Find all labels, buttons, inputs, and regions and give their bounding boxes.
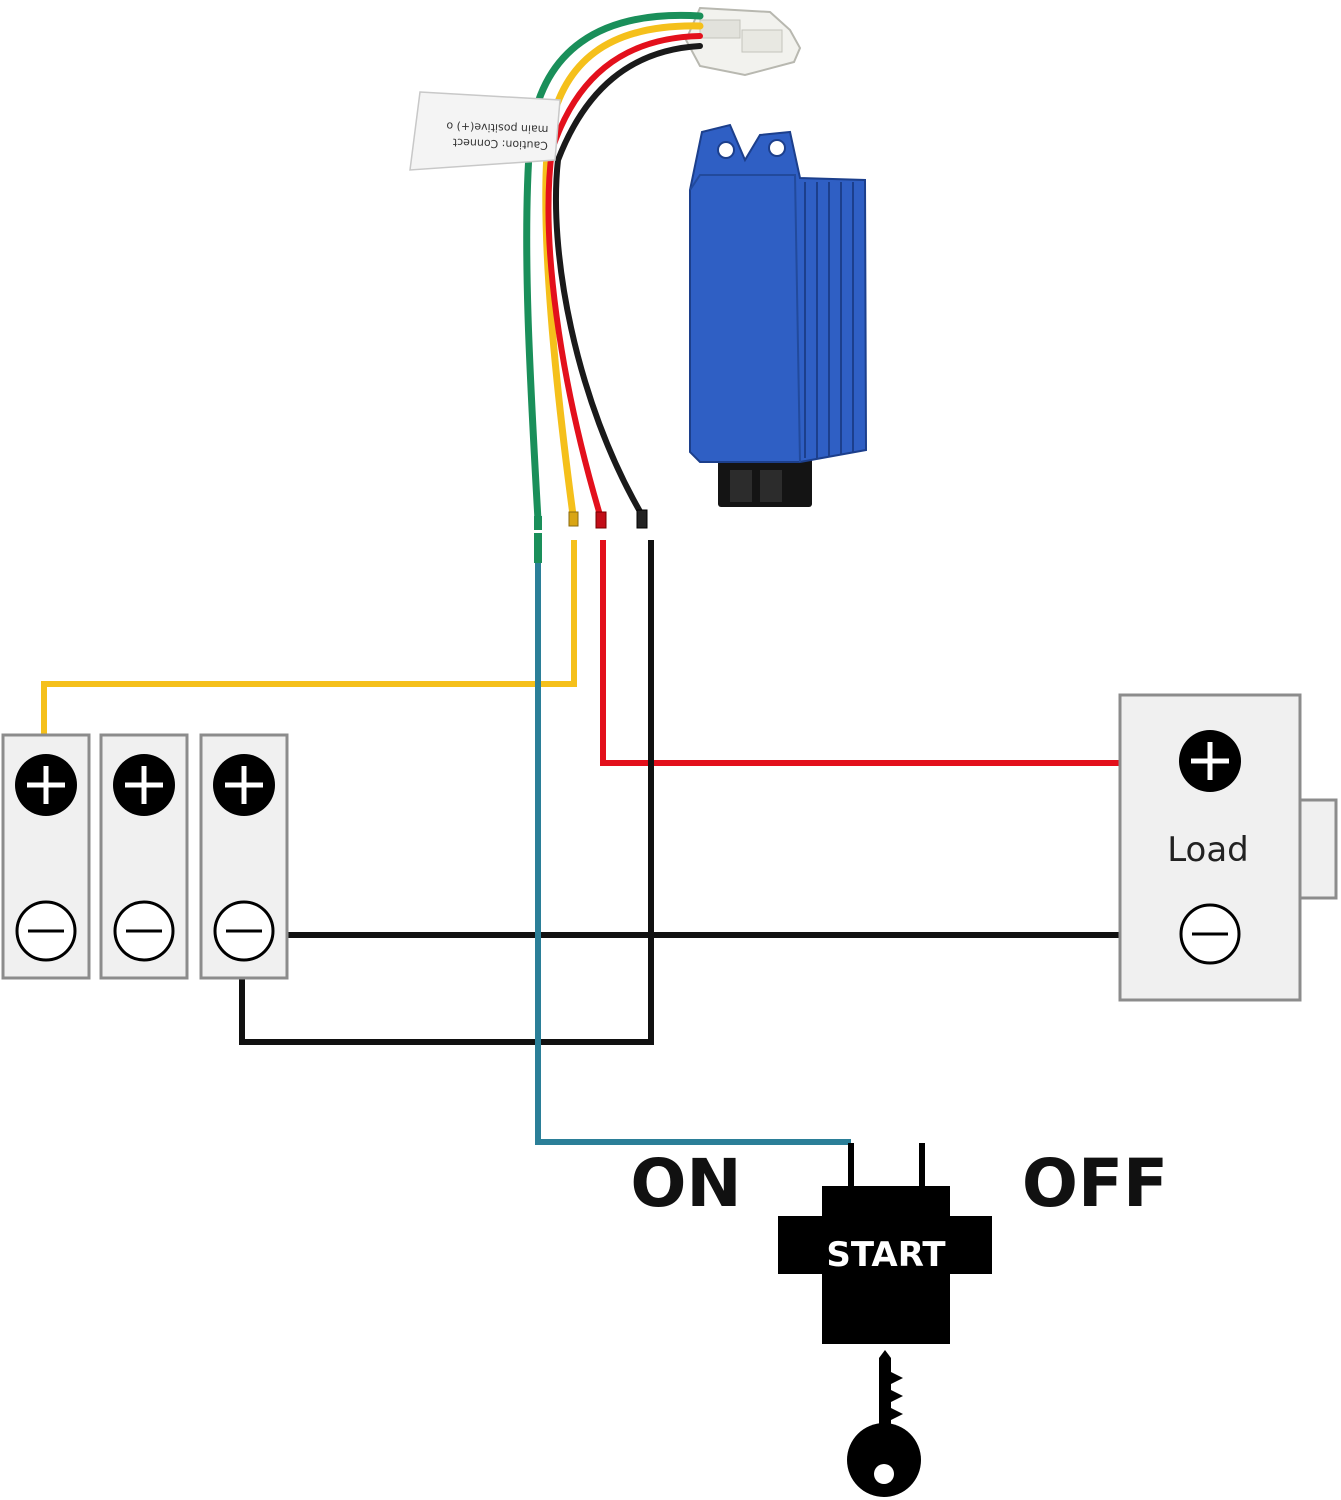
plus-terminal-icon bbox=[213, 754, 275, 816]
load-box: Load bbox=[1118, 693, 1338, 1002]
battery-cell-1 bbox=[1, 733, 91, 980]
battery-cell-3 bbox=[199, 733, 289, 980]
yellow-wire-upper bbox=[542, 22, 704, 519]
load-label: Load bbox=[1167, 830, 1249, 870]
black-wire-upper bbox=[553, 43, 703, 518]
red-wire bbox=[600, 540, 1180, 766]
plus-terminal-icon bbox=[113, 754, 175, 816]
harness-connector bbox=[684, 6, 802, 77]
harness-wires bbox=[523, 11, 704, 530]
caution-tag-line1: Caution: Connect bbox=[452, 136, 548, 152]
teal-wire bbox=[535, 540, 851, 1145]
minus-terminal-icon bbox=[15, 900, 77, 962]
battery-bank bbox=[1, 733, 289, 980]
key-icon bbox=[847, 1350, 921, 1497]
off-label: OFF bbox=[1022, 1145, 1168, 1222]
minus-terminal-icon bbox=[213, 900, 275, 962]
plus-terminal-icon bbox=[15, 754, 77, 816]
schematic-wires bbox=[41, 533, 1185, 1145]
regulator-module bbox=[689, 123, 868, 507]
battery-cell-2 bbox=[99, 733, 189, 980]
start-label: START bbox=[826, 1235, 946, 1275]
red-wire-upper bbox=[545, 33, 703, 518]
yellow-wire bbox=[41, 540, 577, 770]
black-wire-ground bbox=[239, 540, 654, 1045]
caution-tag-line2: main positive(+) o bbox=[446, 119, 549, 136]
ignition-switch: START ON OFF bbox=[630, 1143, 1168, 1344]
load-minus-terminal-icon bbox=[1179, 903, 1241, 965]
minus-terminal-icon bbox=[113, 900, 175, 962]
caution-tag: Caution: Connect main positive(+) o bbox=[409, 91, 561, 171]
load-plus-terminal-icon bbox=[1179, 730, 1241, 792]
on-label: ON bbox=[630, 1145, 741, 1222]
